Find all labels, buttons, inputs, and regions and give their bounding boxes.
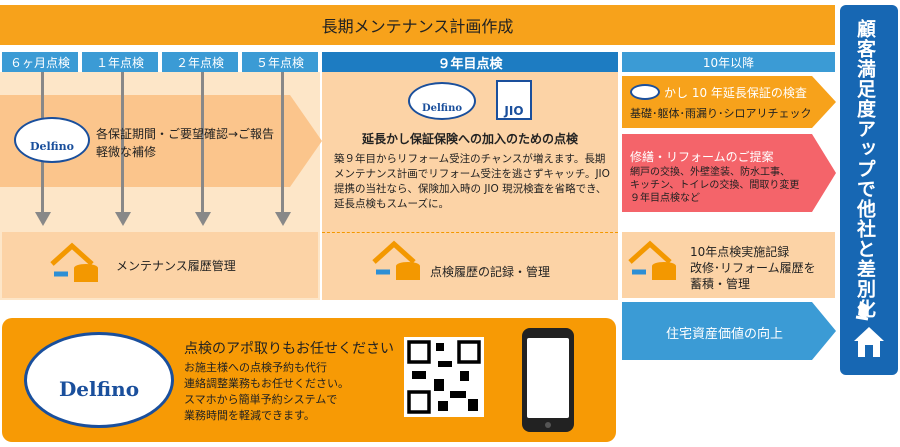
warranty-arrow: かし 10 年延長保証の検査 基礎･躯体･雨漏り･シロアリチェック [622,76,836,128]
arrow-down-icon [275,212,291,226]
smartphone-icon [522,328,574,432]
header-banner: 長期メンテナンス計画作成 [0,5,835,45]
record-line: 10年点検実施記録 [690,245,790,259]
house-database-icon [628,240,676,280]
banner-title: 長期メンテナンス計画作成 [321,17,514,36]
tab-label: ９年目点検 [437,56,503,72]
value-label: 住宅資産価値の向上 [666,327,784,342]
value-arrow: 住宅資産価値の向上 [622,302,836,360]
middle-heading: 延長かし保証保険への加入のための点検 [361,132,578,146]
maintenance-history-label: メンテナンス履歴管理 [116,259,236,273]
tab-9-year: ９年目点検 [322,52,618,72]
delfino-logo-small [630,84,660,100]
side-text: 顧客満足度アップで他社と差別化 [854,19,876,319]
tab-label: ２年点検 [175,55,224,70]
tab-10-year-plus: 10年以降 [622,52,835,72]
house-database-icon [372,240,420,280]
tab-label: ６ヶ月点検 [9,55,70,70]
record-box: 10年点検実施記録 改修･リフォーム履歴を 蓄積・管理 [622,232,835,298]
appointment-line: お施主様への点検予約も代行 [184,361,327,374]
house-database-icon [50,242,98,282]
kashi-title: かし 10 年延長保証の検査 [664,86,807,100]
tab-6-month: ６ヶ月点検 [2,52,78,72]
hand-house-icon [854,301,884,357]
appointment-line: 業務時間を軽減できます。 [184,409,315,422]
maintenance-history-box: メンテナンス履歴管理 [2,232,318,298]
appointment-line: スマホから簡単予約システムで [184,393,338,406]
record-line: 蓄積・管理 [690,277,751,291]
reform-title: 修繕・リフォームのご提案 [630,150,774,164]
divider [322,232,618,233]
arrow-down-icon [195,212,211,226]
kashi-items: 基礎･躯体･雨漏り･シロアリチェック [630,107,812,120]
reform-arrow: 修繕・リフォームのご提案 網戸の交換、外壁塗装、防水工事、 キッチン、トイレの交… [622,134,836,212]
tab-2-year: ２年点検 [162,52,238,72]
delfino-logo: Delfino [408,82,476,120]
arrow-down-icon [115,212,131,226]
appointment-title: 点検のアポ取りもお任せください [184,341,394,357]
tab-1-year: １年点検 [82,52,158,72]
side-panel: 顧客満足度アップで他社と差別化 [840,5,898,375]
tab-label: 10年以降 [702,55,755,70]
qr-code[interactable] [404,336,484,418]
jio-text: JIO [504,104,524,118]
reform-line: キッチン、トイレの交換、間取り変更 [630,180,800,191]
left-line2: 軽微な補修 [96,145,157,159]
reform-line: ９年目点検など [630,193,700,204]
delfino-logo-large: Delfino [24,332,174,428]
reform-line: 網戸の交換、外壁塗装、防水工事、 [630,167,790,178]
appointment-line: 連絡調整業務もお任せください。 [184,377,349,390]
appointment-box: Delfino 点検のアポ取りもお任せください お施主様への点検予約も代行 連絡… [2,318,616,442]
delfino-logo: Delfino [14,117,90,163]
left-line1: 各保証期間・ご要望確認→ご報告 [96,127,275,141]
arrow-down-icon [35,212,51,226]
left-arrow-content: Delfino 各保証期間・ご要望確認→ご報告 軽微な補修 [0,95,322,187]
tab-label: １年点検 [95,55,144,70]
tab-5-year: ５年点検 [242,52,318,72]
jio-logo: JIO [496,80,532,120]
inspection-history-label: 点検履歴の記録・管理 [430,265,551,279]
record-line: 改修･リフォーム履歴を [690,261,816,275]
tab-label: ５年点検 [255,55,304,70]
middle-body: 築９年目からリフォーム受注のチャンスが増えます。長期メンテナンス計画でリフォーム… [334,153,610,210]
